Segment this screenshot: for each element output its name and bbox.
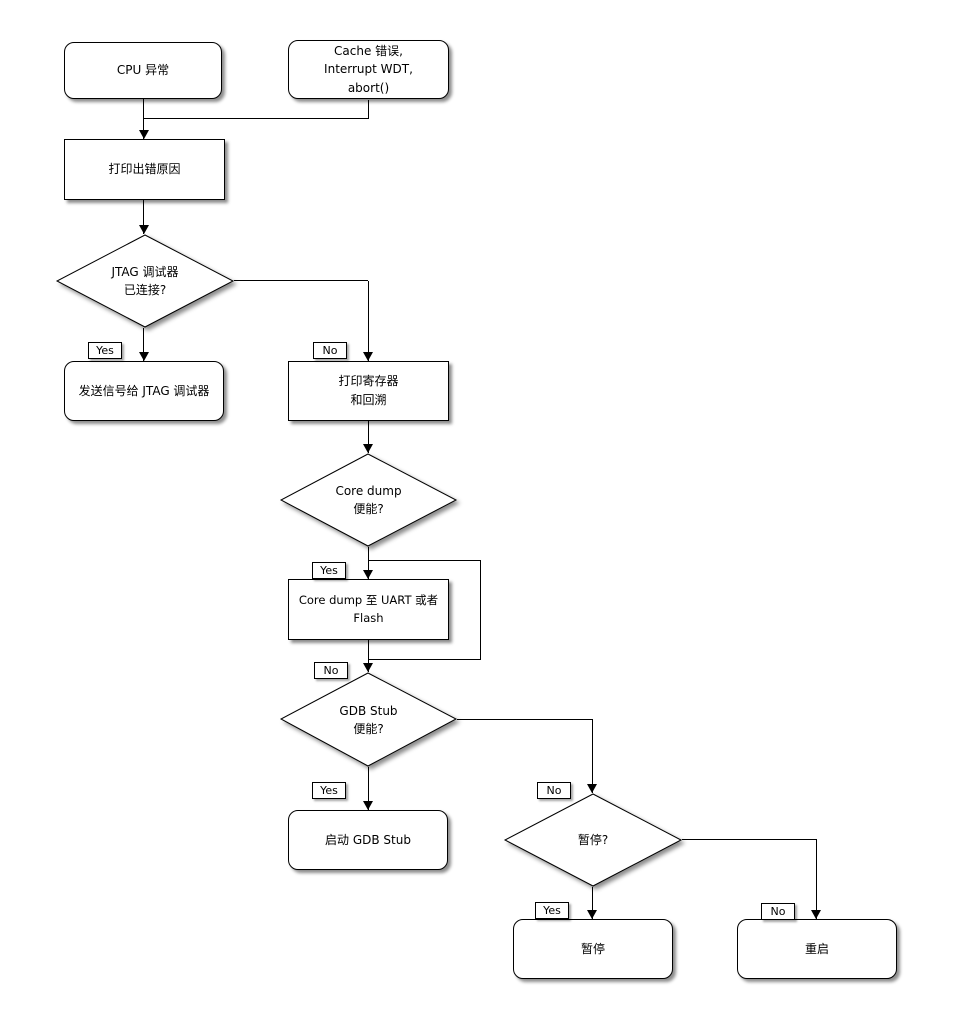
node-halt: 暂停 — [513, 919, 673, 979]
edge-label-gdbstub-no: No — [537, 782, 571, 799]
connector-registers-to-coredump — [368, 421, 369, 453]
connector-jtag-no-vertical — [368, 281, 369, 361]
node-print-registers-backtrace: 打印寄存器 和回溯 — [288, 361, 449, 421]
node-cache-error-line1: Cache 错误, — [334, 43, 403, 58]
edge-label-coredump-no: No — [314, 662, 348, 679]
decision-jtag-connected: JTAG 调试器 已连接? — [55, 234, 235, 328]
arrowhead-into-jtag-diamond — [139, 225, 149, 234]
node-start-gdbstub-label: 启动 GDB Stub — [325, 832, 411, 847]
decision-coredump-enabled: Core dump 便能? — [279, 453, 458, 547]
arrowhead-into-halt-diamond — [587, 784, 597, 793]
node-print-registers-line1: 打印寄存器 — [338, 374, 399, 389]
connector-halt-no-horizontal — [682, 839, 817, 840]
node-print-registers-line2: 和回溯 — [350, 393, 387, 407]
node-print-registers-label: 打印寄存器 和回溯 — [338, 372, 398, 409]
diamond-shape — [279, 453, 458, 547]
connector-cache-down — [368, 100, 369, 119]
connector-gdb-no-horizontal — [457, 719, 593, 720]
connector-halt-yes — [592, 887, 593, 919]
node-reboot-label: 重启 — [804, 941, 829, 956]
node-cache-error-label: Cache 错误, Interrupt WDT, abort() — [324, 42, 413, 98]
arrowhead-into-gdb-diamond — [363, 663, 373, 672]
decision-jtag-connected-text: JTAG 调试器 已连接? — [56, 234, 234, 328]
connector-jtag-yes — [143, 328, 144, 361]
diamond-shape — [55, 234, 235, 328]
node-start-gdbstub: 启动 GDB Stub — [288, 810, 448, 870]
node-print-error-reason: 打印出错原因 — [64, 139, 225, 200]
connector-jtag-no-horizontal — [234, 280, 368, 281]
connector-coredump-yes — [368, 547, 369, 579]
connector-print-error-to-jtag — [143, 200, 144, 234]
arrowhead-into-print-error — [139, 130, 149, 139]
node-halt-label: 暂停 — [580, 941, 605, 956]
decision-gdbstub-line1: GDB Stub — [339, 703, 398, 718]
connector-coredump-to-gdb — [368, 640, 369, 672]
node-coredump-uart-flash-label: Core dump 至 UART 或者 Flash — [298, 592, 439, 625]
connector-coredump-bypass-right — [480, 560, 481, 660]
decision-jtag-connected-line1: JTAG 调试器 — [111, 265, 179, 279]
edge-label-coredump-yes: Yes — [312, 562, 346, 579]
connector-halt-no-vertical — [816, 840, 817, 919]
arrowhead-into-coredump-diamond — [363, 444, 373, 453]
node-cache-error: Cache 错误, Interrupt WDT, abort() — [288, 40, 449, 99]
decision-coredump-line2: 便能? — [353, 502, 384, 516]
node-cpu-exception: CPU 异常 — [64, 42, 222, 99]
edge-label-jtag-no: No — [313, 342, 347, 359]
decision-jtag-connected-line2: 已连接? — [123, 283, 167, 297]
node-cpu-exception-label: CPU 异常 — [116, 63, 170, 78]
connector-gdb-no-vertical — [592, 720, 593, 793]
edge-label-gdbstub-yes: Yes — [312, 782, 346, 799]
diamond-shape — [279, 672, 458, 767]
connector-coredump-bypass-bottom — [368, 659, 481, 660]
node-reboot: 重启 — [737, 919, 897, 979]
node-cache-error-line2: Interrupt WDT, — [324, 62, 413, 77]
arrowhead-into-send-signal — [139, 352, 149, 361]
decision-gdbstub-enabled-text: GDB Stub 便能? — [280, 672, 457, 767]
connector-cache-merge — [143, 118, 369, 119]
node-send-signal-jtag: 发送信号给 JTAG 调试器 — [64, 361, 224, 421]
node-print-error-reason-label: 打印出错原因 — [108, 162, 181, 177]
edge-label-halt-yes: Yes — [535, 902, 569, 919]
decision-coredump-enabled-text: Core dump 便能? — [280, 453, 457, 547]
decision-halt-label: 暂停? — [577, 833, 609, 847]
arrowhead-into-halt-box — [587, 910, 597, 919]
connector-cpu-to-print-error — [143, 99, 144, 139]
edge-label-jtag-yes: Yes — [88, 342, 122, 359]
diamond-shape — [503, 793, 683, 887]
decision-coredump-line1: Core dump — [335, 484, 402, 498]
decision-halt-text: 暂停? — [504, 793, 682, 887]
node-coredump-uart-flash: Core dump 至 UART 或者 Flash — [288, 579, 449, 640]
arrowhead-into-print-registers — [363, 352, 373, 361]
node-cache-error-line3: abort() — [347, 80, 390, 95]
decision-gdbstub-line2: 便能? — [353, 721, 384, 736]
node-send-signal-jtag-label: 发送信号给 JTAG 调试器 — [78, 383, 210, 398]
edge-label-halt-no: No — [761, 903, 795, 920]
arrowhead-into-coredump-box — [363, 570, 373, 579]
arrowhead-into-start-gdbstub — [363, 801, 373, 810]
decision-gdbstub-enabled: GDB Stub 便能? — [279, 672, 458, 767]
arrowhead-into-reboot-box — [811, 910, 821, 919]
connector-coredump-bypass-top — [368, 560, 480, 561]
decision-halt: 暂停? — [503, 793, 683, 887]
connector-gdb-yes — [368, 767, 369, 810]
